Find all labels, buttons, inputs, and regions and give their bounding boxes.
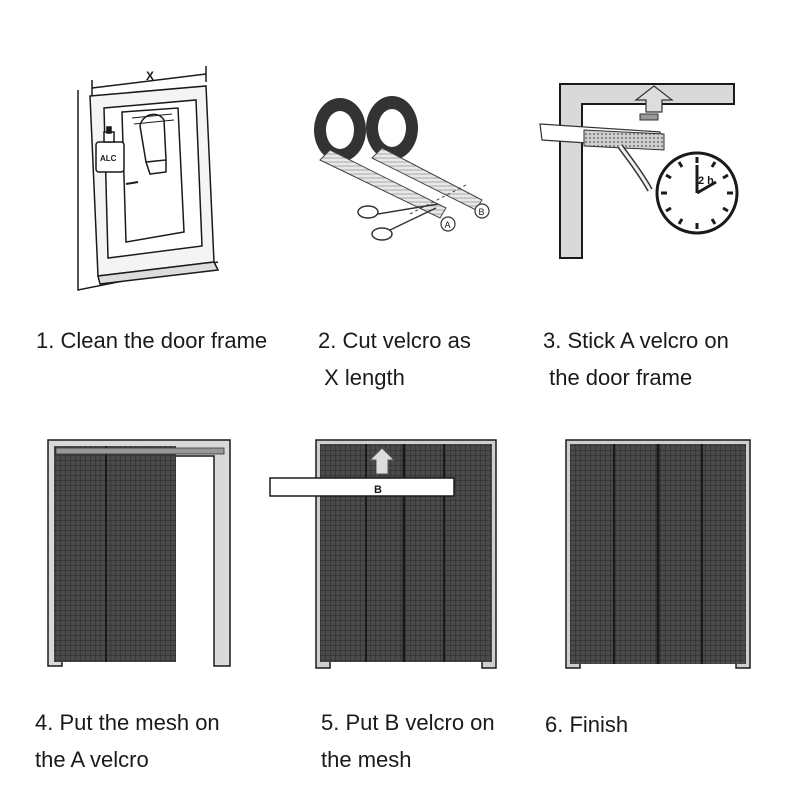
up-arrow-icon: [368, 447, 396, 475]
step-1-caption: 1. Clean the door frame: [36, 322, 267, 359]
step4-illustration: [47, 439, 231, 667]
step-3-line-2: the door frame: [543, 365, 693, 390]
scissors-icon: [357, 203, 439, 241]
alc-label: ALC: [100, 154, 117, 163]
step-2-line-1: 2. Cut velcro as: [318, 328, 471, 353]
step-4-line-2: the A velcro: [35, 747, 149, 772]
step-6-line-1: 6. Finish: [545, 712, 629, 737]
step5-illustration: [269, 439, 497, 669]
door-leaf: [121, 107, 185, 243]
step-6-caption: 6. Finish: [545, 706, 628, 743]
velcro-strip-b: [371, 147, 483, 211]
mesh-curtain-left: [54, 446, 176, 662]
step-4-caption: 4. Put the mesh on the A velcro: [35, 704, 220, 778]
velcro-b-strip: [269, 477, 455, 497]
step3-illustration: [539, 83, 739, 259]
clock-duration-label: 2 h: [698, 175, 714, 187]
step-3-line-1: 3. Stick A velcro on: [543, 328, 729, 353]
velcro-b-strip-label: B: [374, 484, 382, 496]
width-label: X: [146, 69, 154, 83]
step-2-caption: 2. Cut velcro as X length: [318, 322, 471, 396]
step-5-line-2: the mesh: [321, 747, 412, 772]
door-frame-corner: [559, 83, 735, 259]
mesh-curtain: [320, 444, 492, 662]
step-1-line-1: 1. Clean the door frame: [36, 328, 268, 353]
step2-illustration: [314, 96, 490, 241]
step1-illustration: [77, 66, 220, 291]
width-dimension-line: [91, 73, 207, 89]
up-arrow-icon: [634, 85, 674, 113]
velcro-strip-a: [319, 149, 447, 219]
clock-icon: [655, 151, 739, 235]
door-frame: [47, 439, 231, 667]
step-4-line-1: 4. Put the mesh on: [35, 710, 220, 735]
velcro-a-label: A: [445, 220, 451, 230]
step6-illustration: [565, 439, 751, 669]
step-2-line-2: X length: [318, 365, 405, 390]
step-3-caption: 3. Stick A velcro on the door frame: [543, 322, 729, 396]
step-5-line-1: 5. Put B velcro on: [321, 710, 495, 735]
velcro-b-label: B: [479, 207, 485, 217]
velcro-a-strip: [583, 129, 665, 151]
step-5-caption: 5. Put B velcro on the mesh: [321, 704, 495, 778]
